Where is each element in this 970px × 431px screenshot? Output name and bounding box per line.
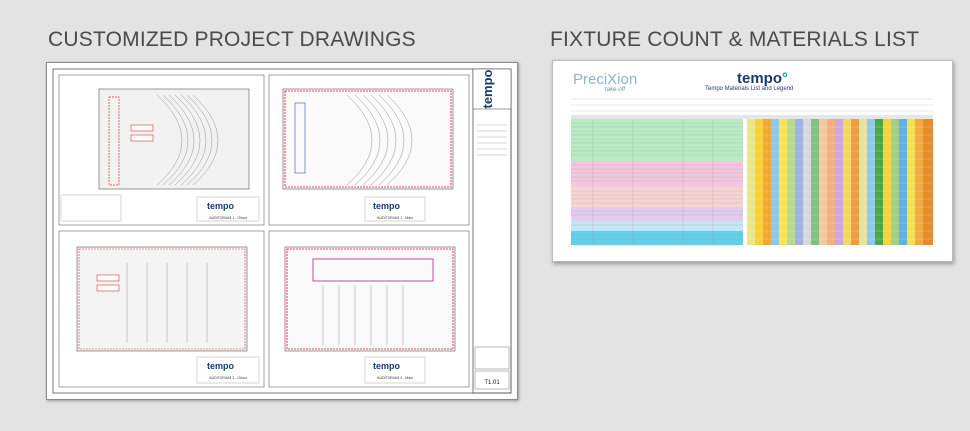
materials-heading: FIXTURE COUNT & MATERIALS LIST [550, 28, 920, 51]
precixion-logo: PreciXion [573, 71, 638, 88]
panel-4-logo: tempo [373, 361, 401, 371]
precixion-logo-subtitle: take-off [605, 87, 626, 93]
panel-4-caption: AUDITORIUM 2 - Main [377, 376, 413, 380]
tempo-logo-text: tempo [737, 70, 782, 87]
panel-1-logo: tempo [207, 201, 235, 211]
panel-2-logo: tempo [373, 201, 401, 211]
panel-3-logo: tempo [207, 361, 235, 371]
materials-table-graphic [571, 98, 933, 245]
title-block-logo: tempo [480, 69, 495, 108]
drawing-panel-4: tempo AUDITORIUM 2 - Main [268, 230, 470, 388]
drawing-graphic: tempo T1.01 tempo AUDITORIUM 1 - [52, 68, 512, 394]
tempo-logo-dot: ° [782, 70, 788, 87]
materials-title: Tempo Materials List and Legend [705, 86, 794, 92]
drawings-heading: CUSTOMIZED PROJECT DRAWINGS [48, 28, 416, 51]
drawing-panel-2: tempo AUDITORIUM 1 - Main [268, 74, 470, 226]
sheet-number: T1.01 [484, 380, 500, 386]
panel-2-caption: AUDITORIUM 1 - Main [377, 216, 413, 220]
panel-3-caption: AUDITORIUM 2 - Ghost [209, 376, 246, 380]
panel-1-caption: AUDITORIUM 1 - Ghost [209, 216, 246, 220]
drawing-panel-3: tempo AUDITORIUM 2 - Ghost [58, 230, 265, 388]
materials-list-sheet: PreciXion take-off tempo° Tempo Material… [552, 60, 953, 262]
project-drawing-sheet: tempo T1.01 tempo AUDITORIUM 1 - [46, 62, 518, 400]
drawing-panel-1: tempo AUDITORIUM 1 - Ghost [58, 74, 265, 226]
tempo-logo: tempo° [737, 70, 788, 87]
